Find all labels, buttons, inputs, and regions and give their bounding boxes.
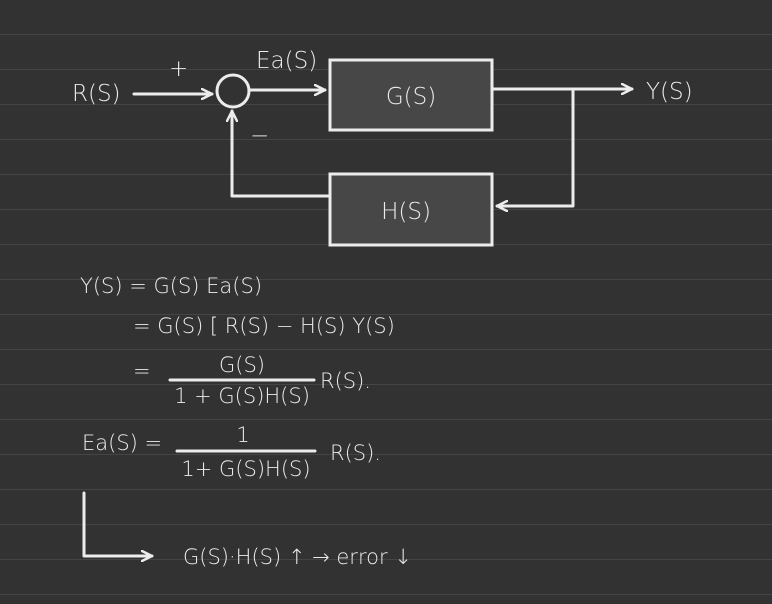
- equation-line-4-numerator: 1: [236, 423, 249, 447]
- error-label: Ea(S): [256, 48, 317, 74]
- plus-sign: +: [169, 56, 188, 82]
- output-label: Y(S): [646, 79, 693, 105]
- feedback-block-label: H(S): [381, 199, 431, 225]
- equation-line-4-tail: R(S).: [330, 441, 381, 465]
- equation-line-4-lhs: Ea(S) =: [82, 431, 162, 455]
- input-label: R(S): [72, 81, 121, 107]
- conclusion-text: G(S)·H(S) ↑ → error ↓: [183, 545, 412, 569]
- equation-line-2: = G(S) [ R(S) − H(S) Y(S): [133, 314, 395, 338]
- feedback-path-to-junction: [232, 109, 332, 198]
- equation-line-3-tail: R(S).: [320, 369, 371, 393]
- summing-junction: [215, 73, 251, 109]
- forward-block: [328, 58, 494, 132]
- equation-line-3-numerator: G(S): [219, 353, 265, 377]
- forward-block-label: G(S): [386, 84, 436, 110]
- equation-line-3-denominator: 1 + G(S)H(S): [174, 384, 310, 408]
- minus-sign: −: [250, 123, 269, 149]
- feedback-block: [328, 172, 494, 247]
- equation-line-1: Y(S) = G(S) Ea(S): [80, 274, 262, 298]
- feedback-path-to-H: [495, 87, 575, 206]
- conclusion-arrow: [82, 491, 154, 556]
- equation-line-4-denominator: 1+ G(S)H(S): [181, 457, 310, 481]
- equation-line-3-equals: =: [133, 359, 151, 383]
